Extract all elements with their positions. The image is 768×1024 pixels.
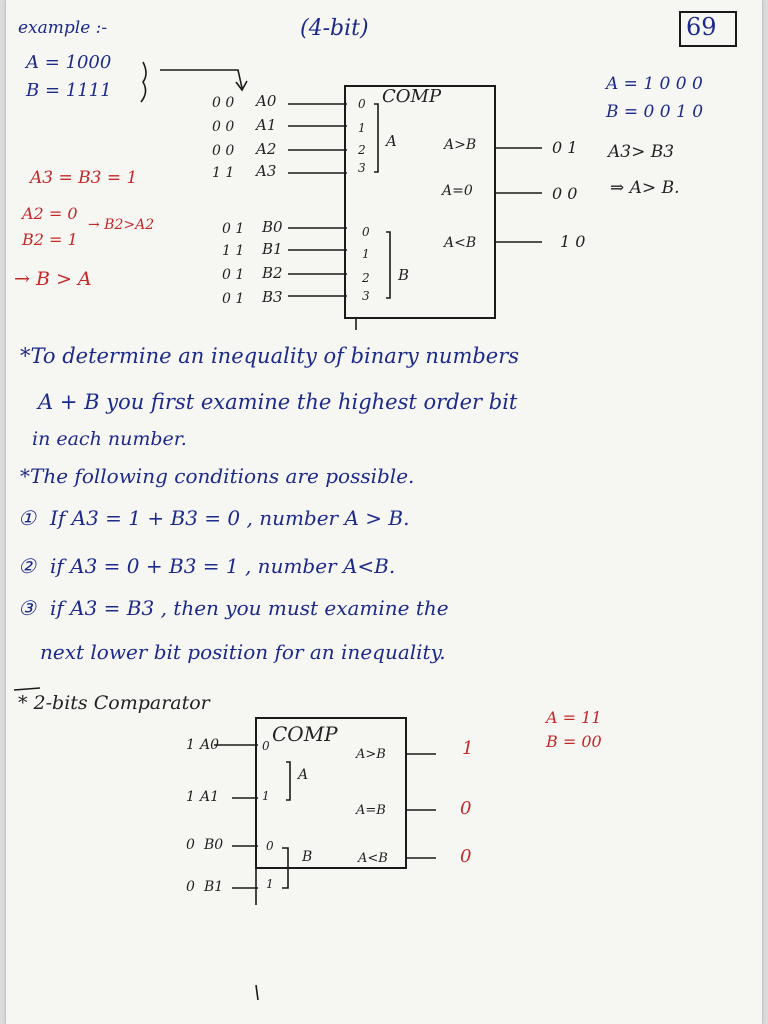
body-line-4: *The following conditions are possible. <box>20 464 415 488</box>
comp2-box <box>255 717 407 869</box>
comp2-a-index-0: 0 <box>262 739 270 753</box>
comp2-out-lt-label: A<B <box>358 851 388 866</box>
comp4-out-eq-label: A=0 <box>442 183 473 199</box>
note-b2-gt-a2: → B2>A2 <box>88 217 155 233</box>
comp2-out-gt-label: A>B <box>356 747 386 762</box>
comp2-pin-a1-bit: 1 <box>186 789 195 805</box>
comp4-a-index-0: 0 <box>358 97 366 111</box>
comp2-out-eq-value: 0 <box>460 798 472 819</box>
comp2-pin-b1-label: B1 <box>204 879 224 895</box>
example-a: A = 1000 <box>26 52 112 73</box>
comp4-a-index-3: 3 <box>358 161 366 175</box>
cond-3-text-cont: next lower bit position for an inequalit… <box>40 640 446 664</box>
comp4-out-gt-note: A3> B3 <box>608 142 675 162</box>
comp2-label: COMP <box>272 722 338 746</box>
right-example-b: B = 0 0 1 0 <box>606 102 704 122</box>
comp2-pin-a1-label: A1 <box>200 789 220 805</box>
pin-a0-bits: 0 0 <box>212 95 235 111</box>
comp2-a-index-1: 1 <box>262 789 270 803</box>
comp4-a-index-2: 2 <box>358 143 366 157</box>
pin-a0-label: A0 <box>256 92 277 110</box>
comp2-out-eq-label: A=B <box>356 803 386 818</box>
body-line-2: A + B you first examine the highest orde… <box>38 390 518 414</box>
comp2-example-b: B = 00 <box>546 732 602 751</box>
pin-b0-bits: 0 1 <box>222 221 245 237</box>
pin-a1-label: A1 <box>256 116 277 134</box>
pin-a3-label: A3 <box>256 162 277 180</box>
example-label: example :- <box>18 18 108 38</box>
comp4-out-eq-note: ⇒ A> B. <box>610 178 680 198</box>
right-example-a: A = 1 0 0 0 <box>606 74 703 94</box>
cond-3-number: ③ <box>18 596 36 620</box>
notebook-page <box>6 0 762 1024</box>
comp4-out-gt-label: A>B <box>444 137 477 153</box>
comp2-pin-a0-label: A0 <box>200 737 220 753</box>
cond-3-text: if A3 = B3 , then you must examine the <box>50 596 449 620</box>
pin-b1-bits: 1 1 <box>222 243 245 259</box>
comp4-out-eq-value: 0 0 <box>552 184 578 203</box>
comp4-a-index-1: 1 <box>358 121 366 135</box>
comp2-out-lt-value: 0 <box>460 846 472 867</box>
pin-b3-bits: 0 1 <box>222 291 245 307</box>
comp4-out-lt-label: A<B <box>444 235 477 251</box>
note-a3-b3: A3 = B3 = 1 <box>30 168 138 188</box>
comp2-heading: * 2-bits Comparator <box>18 692 210 714</box>
comp4-b-index-3: 3 <box>362 289 370 303</box>
cond-2-text: if A3 = 0 + B3 = 1 , number A<B. <box>50 554 396 578</box>
comp4-box <box>344 85 496 319</box>
pin-b0-label: B0 <box>262 218 283 236</box>
comp4-label: COMP <box>382 86 442 107</box>
comp2-a-group: A <box>298 767 309 783</box>
note-a2: A2 = 0 <box>22 204 78 223</box>
pin-a3-bits: 1 1 <box>212 165 235 181</box>
cond-1-number: ① <box>18 506 36 530</box>
comp2-example-a: A = 11 <box>546 708 602 727</box>
pin-a1-bits: 0 0 <box>212 119 235 135</box>
comp4-out-lt-value: 1 0 <box>560 232 586 251</box>
body-line-1: *To determine an inequality of binary nu… <box>20 344 520 368</box>
comp4-b-index-2: 2 <box>362 271 370 285</box>
comp4-b-group: B <box>398 266 410 284</box>
comp2-pin-b0-label: B0 <box>204 837 224 853</box>
page-number-box <box>679 11 737 47</box>
comp2-pin-b1-bit: 0 <box>186 879 195 895</box>
comp4-a-group: A <box>386 132 397 150</box>
pin-a2-bits: 0 0 <box>212 143 235 159</box>
comp2-b-index-1: 1 <box>266 877 274 891</box>
pin-b1-label: B1 <box>262 240 283 258</box>
pin-b2-bits: 0 1 <box>222 267 245 283</box>
example-b: B = 1111 <box>26 80 112 101</box>
comp2-pin-b0-bit: 0 <box>186 837 195 853</box>
cond-2-number: ② <box>18 554 36 578</box>
comp2-b-index-0: 0 <box>266 839 274 853</box>
note-b2: B2 = 1 <box>22 230 78 249</box>
note-b-gt-a: → B > A <box>14 268 92 290</box>
pin-b3-label: B3 <box>262 288 283 306</box>
comp2-out-gt-value: 1 <box>462 738 474 759</box>
page-title: (4-bit) <box>300 16 369 41</box>
arrow-to-comp <box>160 69 243 89</box>
page-number: 69 <box>686 13 717 41</box>
pin-b2-label: B2 <box>262 264 283 282</box>
body-line-3: in each number. <box>32 428 187 450</box>
comp4-b-index-1: 1 <box>362 247 370 261</box>
comp2-pin-a0-bit: 1 <box>186 737 195 753</box>
comp4-b-index-0: 0 <box>362 225 370 239</box>
brace-ab <box>140 61 147 103</box>
comp2-b-group: B <box>302 849 313 865</box>
comp4-out-gt-value: 0 1 <box>552 138 578 157</box>
pin-a2-label: A2 <box>256 140 277 158</box>
cond-1-text: If A3 = 1 + B3 = 0 , number A > B. <box>50 506 410 530</box>
